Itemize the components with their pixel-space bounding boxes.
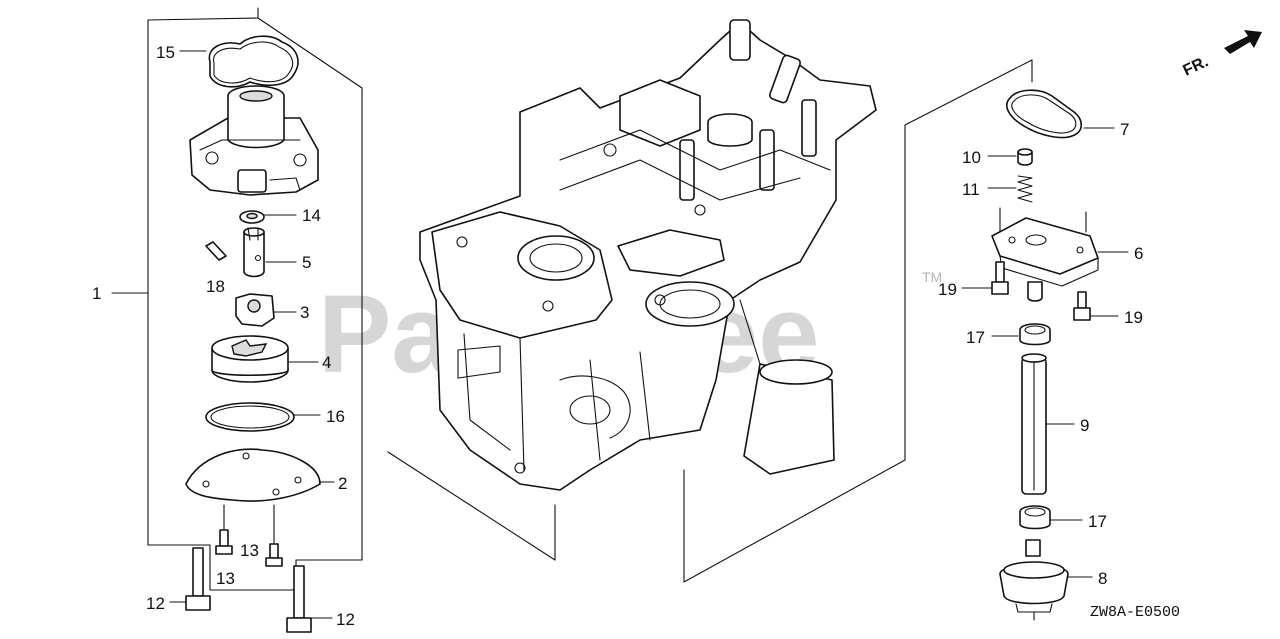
shaft-part-5 bbox=[243, 227, 265, 278]
callout-3: 3 bbox=[300, 303, 309, 322]
callout-8: 8 bbox=[1098, 569, 1107, 588]
gasket-part-15 bbox=[208, 35, 299, 88]
long-bolt-part-12-left bbox=[185, 547, 211, 611]
bolt-part-13-left bbox=[215, 529, 233, 555]
oil-seal-part-14 bbox=[239, 210, 265, 224]
long-bolt-part-12-right bbox=[286, 565, 312, 633]
diagram-code: ZW8A-E0500 bbox=[1090, 604, 1180, 621]
callout-labels: 15 14 5 18 1 3 4 16 2 13 13 12 12 7 10 1… bbox=[92, 43, 1143, 629]
callout-13-upper: 13 bbox=[240, 541, 259, 560]
pump-cover-part-2 bbox=[185, 448, 321, 502]
bolt-part-13-right bbox=[265, 543, 283, 567]
callout-9: 9 bbox=[1080, 416, 1089, 435]
callout-7: 7 bbox=[1120, 120, 1129, 139]
callout-10: 10 bbox=[962, 148, 981, 167]
valve-housing-part-6 bbox=[991, 217, 1099, 302]
callout-5: 5 bbox=[302, 253, 311, 272]
callout-12-left: 12 bbox=[146, 594, 165, 613]
callout-4: 4 bbox=[322, 353, 331, 372]
watermark-trademark: TM bbox=[922, 269, 942, 285]
callout-19-left: 19 bbox=[938, 280, 957, 299]
clip-part-17-lower bbox=[1019, 505, 1051, 530]
o-ring-part-16 bbox=[205, 402, 295, 432]
callout-18: 18 bbox=[206, 277, 225, 296]
oil-pump-body bbox=[189, 85, 319, 196]
callout-2: 2 bbox=[338, 474, 347, 493]
outer-rotor-part-4 bbox=[211, 335, 289, 383]
callout-17-upper: 17 bbox=[966, 328, 985, 347]
callout-17-lower: 17 bbox=[1088, 512, 1107, 531]
leader-lines bbox=[111, 50, 1129, 619]
callout-6: 6 bbox=[1134, 244, 1143, 263]
front-direction-label: FR. bbox=[1181, 53, 1212, 79]
callout-15: 15 bbox=[156, 43, 175, 62]
fuel-filter-part-8 bbox=[999, 539, 1069, 621]
callout-12-right: 12 bbox=[336, 610, 355, 629]
callout-11: 11 bbox=[962, 180, 980, 199]
cylinder-block bbox=[387, 19, 1033, 583]
callout-19-right: 19 bbox=[1124, 308, 1143, 327]
inner-rotor-part-3 bbox=[235, 293, 275, 327]
callout-14: 14 bbox=[302, 206, 321, 225]
front-direction-marker: FR. bbox=[1181, 30, 1262, 80]
spring-part-11 bbox=[1017, 175, 1033, 203]
callout-1: 1 bbox=[92, 284, 101, 303]
callout-16: 16 bbox=[326, 407, 345, 426]
arrow-right-icon bbox=[1224, 30, 1262, 54]
cap-part-10 bbox=[1017, 148, 1033, 166]
callout-13-lower: 13 bbox=[216, 569, 235, 588]
pin-part-18 bbox=[205, 241, 227, 261]
bolt-part-19-left bbox=[991, 261, 1009, 295]
clip-part-17-upper bbox=[1019, 323, 1051, 346]
bolt-part-19-right bbox=[1073, 291, 1091, 321]
hose-part-9 bbox=[1021, 353, 1047, 495]
gasket-part-7 bbox=[1006, 89, 1083, 139]
